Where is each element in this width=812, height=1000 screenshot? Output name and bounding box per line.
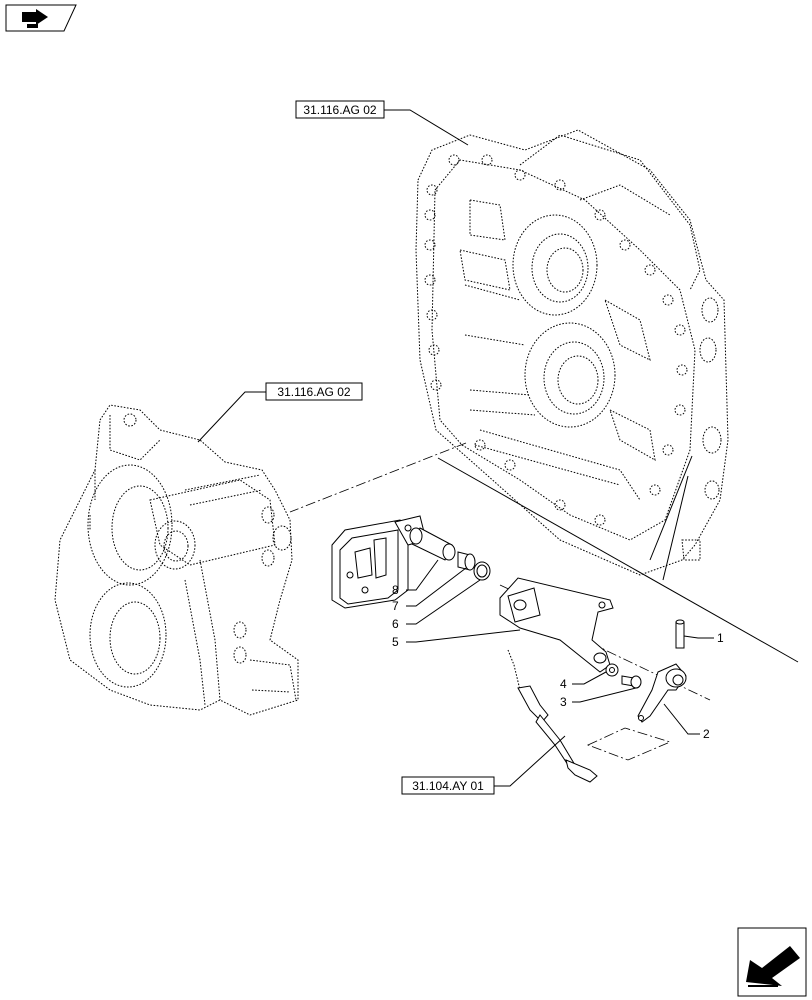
part-4-washer[interactable] <box>605 663 619 677</box>
control-cable <box>507 649 598 783</box>
ref-top-label: 31.116.AG 02 <box>303 103 376 117</box>
book-arrow-icon[interactable] <box>5 4 77 32</box>
part-1-pin[interactable] <box>675 619 685 649</box>
callout-2: 2 <box>663 703 710 741</box>
part-2-lever[interactable] <box>637 663 687 723</box>
part-5-bracket[interactable] <box>499 577 614 673</box>
callout-8: 8 <box>392 559 439 597</box>
ref-left[interactable]: 31.116.AG 02 <box>197 382 363 443</box>
svg-text:7: 7 <box>392 599 399 613</box>
callout-1: 1 <box>683 631 724 645</box>
part-6-bushing[interactable] <box>457 551 476 571</box>
lever-link-outline <box>586 727 672 761</box>
ref-top[interactable]: 31.116.AG 02 <box>295 100 469 146</box>
next-page-arrow-icon[interactable] <box>737 927 807 997</box>
callout-5: 5 <box>392 629 521 649</box>
svg-text:6: 6 <box>392 617 399 631</box>
svg-text:5: 5 <box>392 635 399 649</box>
svg-text:8: 8 <box>392 583 399 597</box>
part-6-ring[interactable] <box>473 561 491 581</box>
ref-bottom-label: 31.104.AY 01 <box>412 779 484 793</box>
svg-text:1: 1 <box>717 631 724 645</box>
svg-text:3: 3 <box>560 695 567 709</box>
svg-text:4: 4 <box>560 677 567 691</box>
part-3-bolt[interactable] <box>621 675 642 689</box>
assembly-axis-line <box>289 442 467 513</box>
transmission-housing-right <box>415 129 729 576</box>
housing-pointer-lines <box>649 455 693 581</box>
part-7-shaft[interactable] <box>409 527 456 561</box>
ref-bottom[interactable]: 31.104.AY 01 <box>401 735 566 795</box>
svg-text:2: 2 <box>703 727 710 741</box>
callout-6: 6 <box>392 579 481 631</box>
housing-edge-line <box>437 457 799 663</box>
callout-4: 4 <box>560 671 607 691</box>
callout-7: 7 <box>392 567 467 613</box>
callout-3: 3 <box>560 687 637 709</box>
ref-left-label: 31.116.AG 02 <box>277 385 350 399</box>
gear-housing-left <box>54 404 299 716</box>
